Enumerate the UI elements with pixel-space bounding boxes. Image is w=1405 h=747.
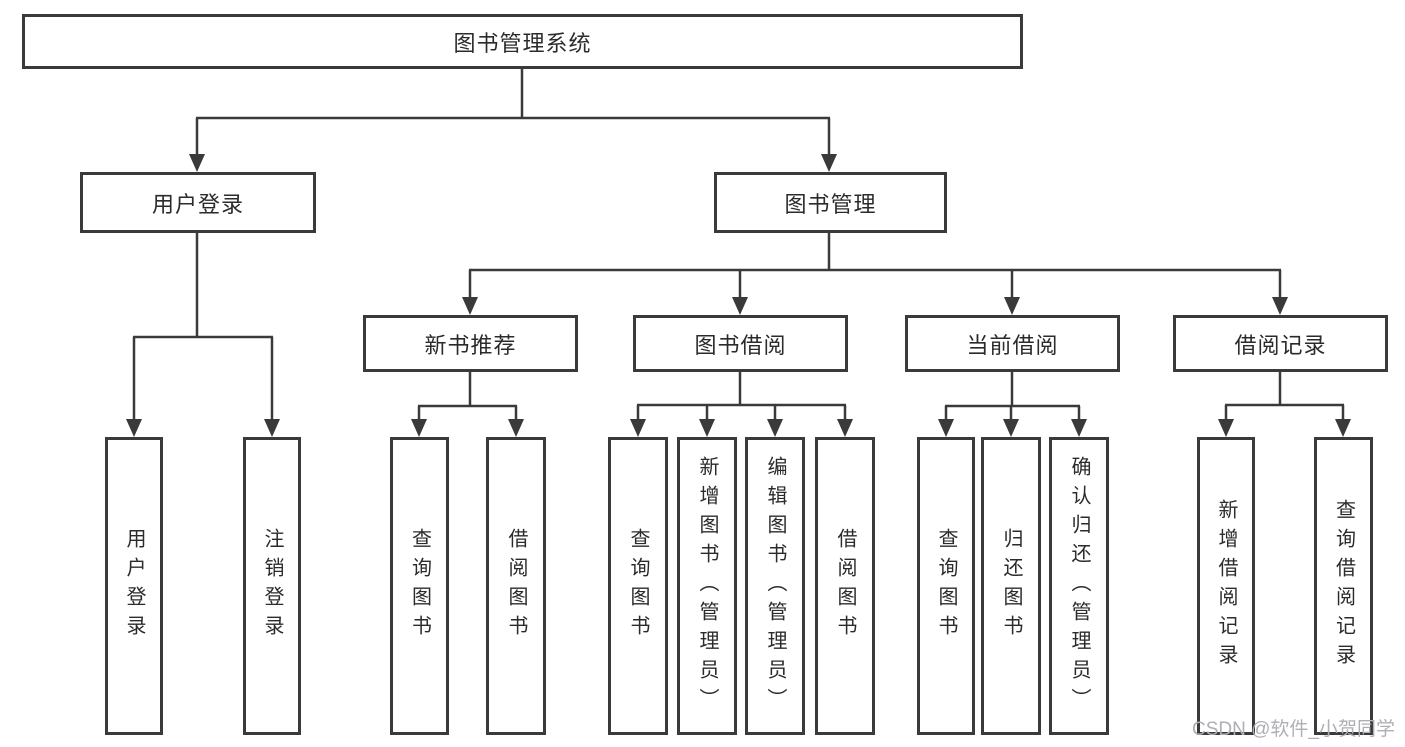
leaf-user-login: 用户登录 <box>105 437 163 735</box>
leaf-edit-book-admin-label: 编辑图书（管理员） <box>764 455 786 717</box>
leaf-return-book-label: 归还图书 <box>1000 528 1022 644</box>
node-user-login: 用户登录 <box>80 172 316 233</box>
leaf-return-book: 归还图书 <box>981 437 1041 735</box>
leaf-query-books-borrow: 查询图书 <box>608 437 668 735</box>
connector-book-borrow <box>636 372 847 424</box>
connector-new-book-recommend <box>417 372 518 424</box>
node-current-borrow-label: 当前借阅 <box>966 332 1059 358</box>
leaf-borrow-books: 借阅图书 <box>815 437 875 735</box>
leaf-add-borrow-record-label: 新增借阅记录 <box>1215 499 1237 673</box>
leaf-logout: 注销登录 <box>243 437 301 735</box>
node-new-book-recommend: 新书推荐 <box>363 315 578 372</box>
connector-user-login <box>132 232 274 424</box>
connector-book-management <box>468 233 1282 301</box>
node-book-borrow: 图书借阅 <box>633 315 848 372</box>
node-borrow-records: 借阅记录 <box>1173 315 1388 372</box>
leaf-edit-book-admin: 编辑图书（管理员） <box>745 437 805 735</box>
leaf-user-login-label: 用户登录 <box>123 528 145 644</box>
leaf-confirm-return-admin: 确认归还（管理员） <box>1049 437 1109 735</box>
node-user-login-label: 用户登录 <box>151 191 244 217</box>
connector-current-borrow <box>944 372 1081 424</box>
node-book-borrow-label: 图书借阅 <box>694 332 787 358</box>
leaf-confirm-return-admin-label: 确认归还（管理员） <box>1068 455 1090 717</box>
node-new-book-recommend-label: 新书推荐 <box>424 332 517 358</box>
connector-borrow-records <box>1224 372 1345 424</box>
node-book-management: 图书管理 <box>714 172 947 233</box>
node-current-borrow: 当前借阅 <box>905 315 1120 372</box>
leaf-add-borrow-record: 新增借阅记录 <box>1197 437 1255 735</box>
connector-root <box>195 68 831 158</box>
leaf-logout-label: 注销登录 <box>261 528 283 644</box>
leaf-borrow-books-label: 借阅图书 <box>834 528 856 644</box>
node-book-management-label: 图书管理 <box>784 191 877 217</box>
leaf-add-book-admin: 新增图书（管理员） <box>677 437 737 735</box>
leaf-query-borrow-record-label: 查询借阅记录 <box>1332 499 1355 673</box>
node-borrow-records-label: 借阅记录 <box>1234 332 1327 358</box>
leaf-add-book-admin-label: 新增图书（管理员） <box>696 455 718 717</box>
leaf-query-borrow-record: 查询借阅记录 <box>1314 437 1373 735</box>
leaf-query-books-borrow-label: 查询图书 <box>627 528 649 644</box>
leaf-query-books-recommend-label: 查询图书 <box>408 528 431 644</box>
node-root-label: 图书管理系统 <box>453 30 592 56</box>
node-root: 图书管理系统 <box>22 14 1023 69</box>
leaf-borrow-books-recommend-label: 借阅图书 <box>505 528 527 644</box>
leaf-borrow-books-recommend: 借阅图书 <box>486 437 546 735</box>
watermark: CSDN @软件_小贺同学 <box>1192 719 1395 740</box>
leaf-query-books-current: 查询图书 <box>917 437 975 735</box>
leaf-query-books-recommend: 查询图书 <box>390 437 449 735</box>
leaf-query-books-current-label: 查询图书 <box>935 528 957 644</box>
